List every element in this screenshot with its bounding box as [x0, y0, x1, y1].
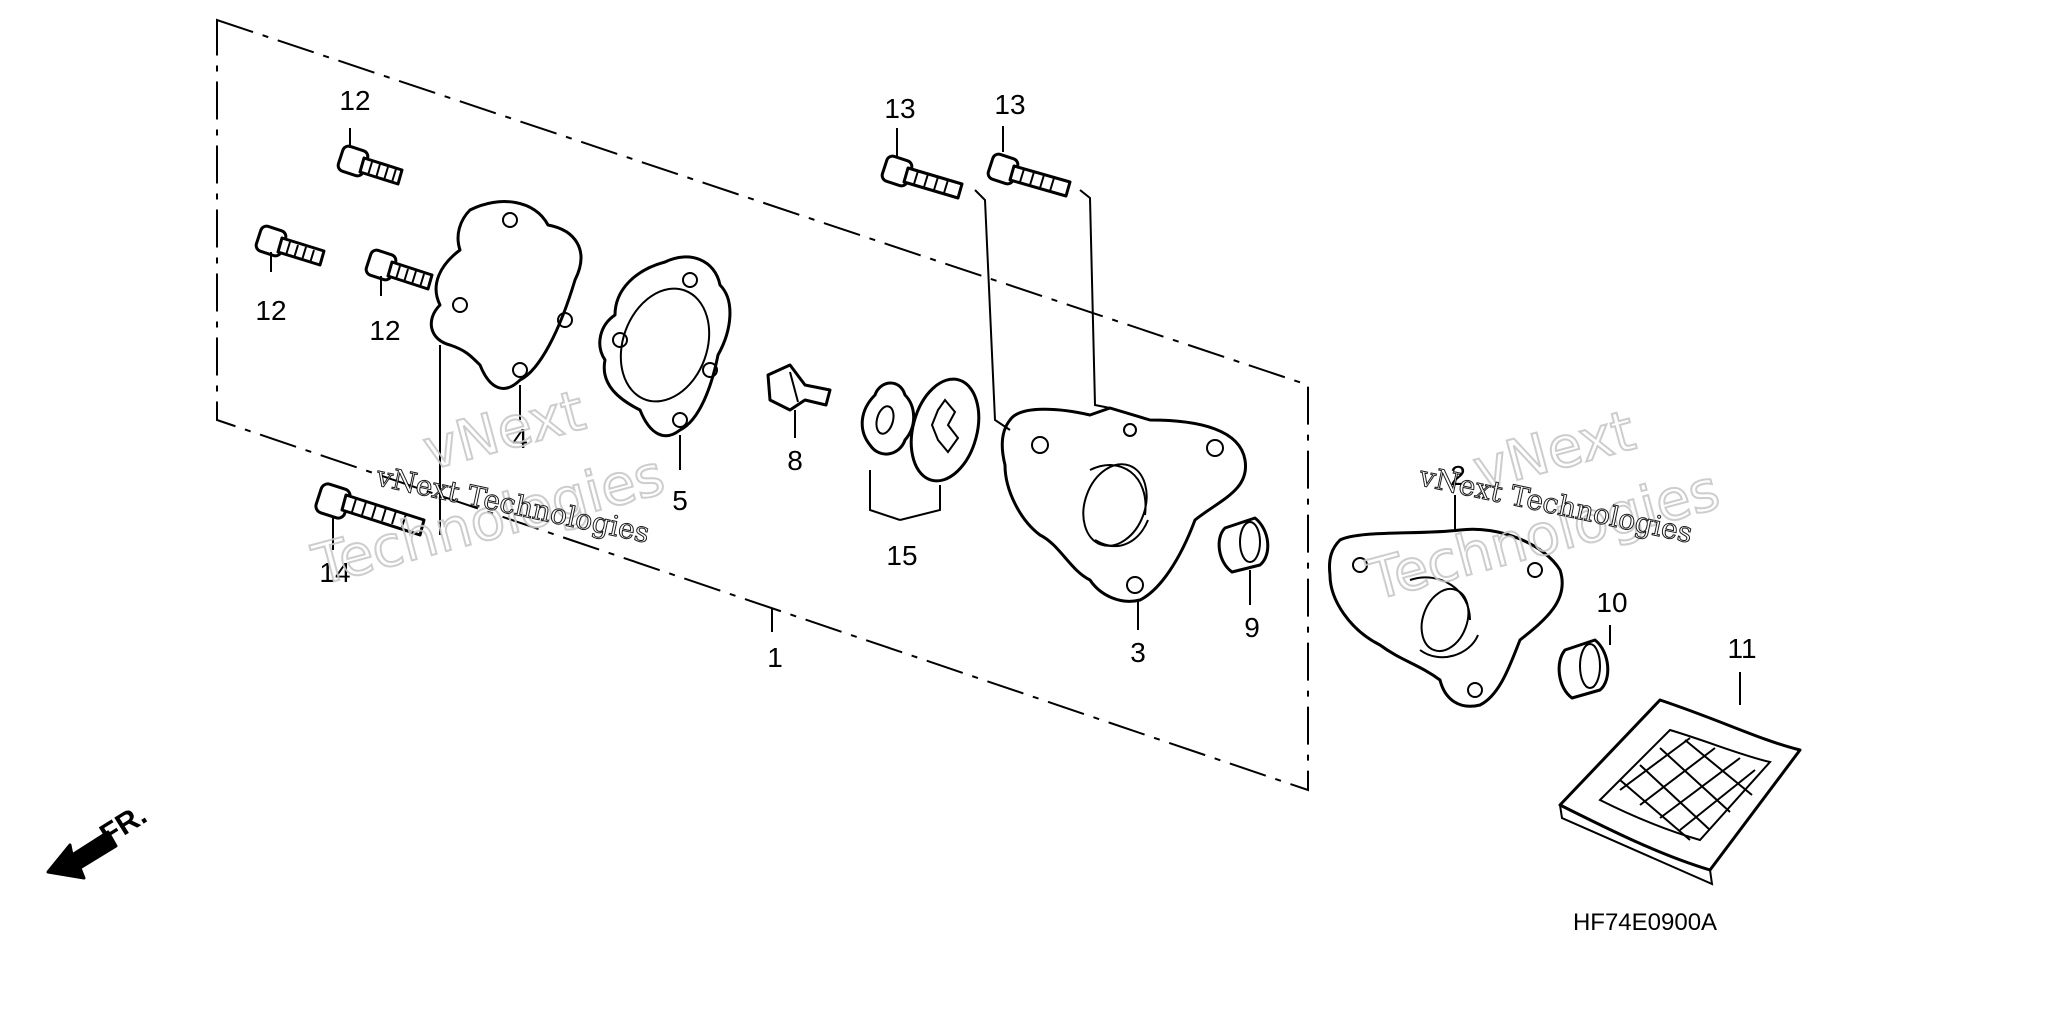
callout-11: 11 [1727, 633, 1756, 664]
gasket-part-2 [1328, 527, 1564, 708]
callout-12-middle: 12 [369, 315, 400, 346]
callout-13-left: 13 [884, 93, 915, 124]
front-direction-arrow: FR. [46, 798, 153, 880]
pump-cover-part-4 [429, 200, 583, 390]
bolt-part-12-top [336, 144, 404, 186]
pump-body-part-3 [1000, 406, 1247, 603]
callout-8: 8 [787, 445, 803, 476]
bolt-part-12-left [254, 224, 326, 267]
callout-12-left: 12 [255, 295, 286, 326]
watermark-left: vNext Technologies vNext Technologies [305, 377, 672, 599]
callout-5: 5 [672, 485, 688, 516]
bushing-part-10 [1557, 638, 1610, 700]
callout-10: 10 [1596, 587, 1627, 618]
bolt-part-14 [314, 482, 426, 537]
oil-strainer-part-11 [1558, 698, 1802, 886]
bolt-part-13-right [986, 152, 1072, 198]
callout-14: 14 [319, 557, 350, 588]
callout-9: 9 [1244, 612, 1260, 643]
shaft-pin-part-8 [766, 363, 832, 412]
callout-15: 15 [886, 540, 917, 571]
bolt-part-12-middle [364, 248, 434, 291]
callout-2: 2 [1450, 460, 1466, 491]
callout-4: 4 [512, 423, 528, 454]
assembly-boundary [216, 18, 1309, 792]
rotor-set-part-15 [860, 377, 981, 483]
callout-3: 3 [1130, 637, 1146, 668]
callout-12-top: 12 [339, 85, 370, 116]
leader-lines [270, 126, 1741, 705]
diagram-code: HF74E0900A [1573, 909, 1717, 936]
gasket-part-5 [598, 255, 732, 438]
bolt-part-13-left [880, 154, 964, 200]
callout-13-right: 13 [994, 89, 1025, 120]
callout-1: 1 [767, 642, 783, 673]
bushing-part-9 [1217, 516, 1270, 574]
